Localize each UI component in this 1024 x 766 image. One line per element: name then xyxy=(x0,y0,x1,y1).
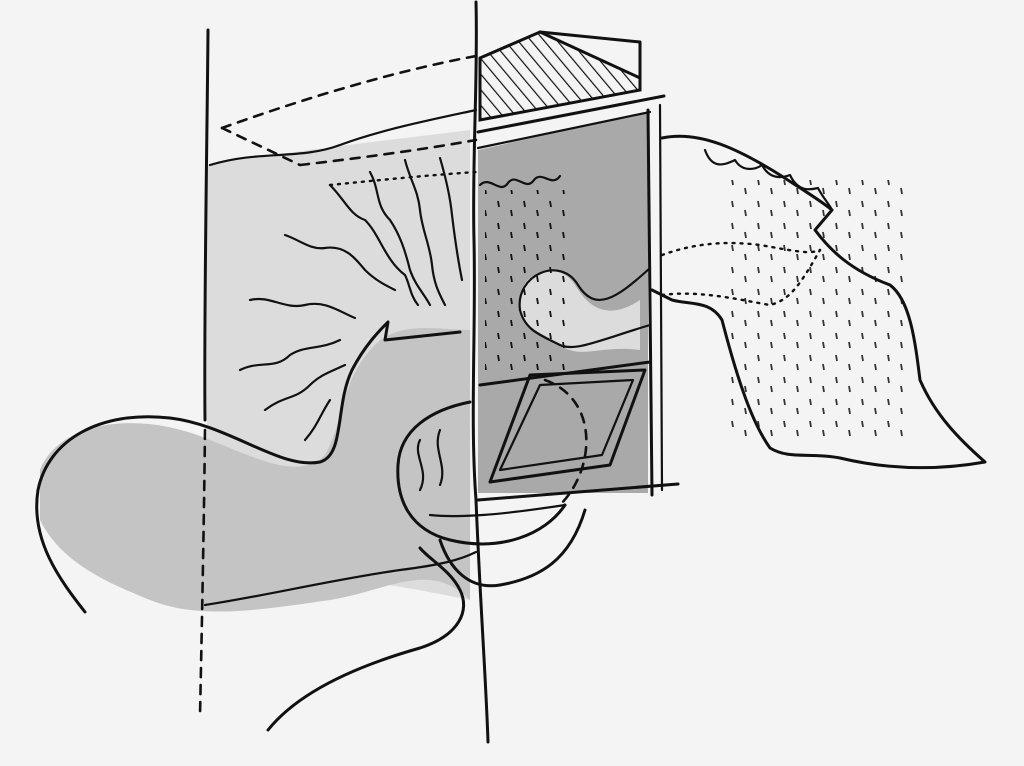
light-blob-outline xyxy=(518,266,652,312)
left-wall-dashed xyxy=(198,428,207,717)
heat-curl-2 xyxy=(436,428,444,487)
projection-dotted-edge xyxy=(328,170,478,187)
heat-line-8 xyxy=(263,363,347,412)
heat-line-3 xyxy=(403,158,447,307)
shaded-window-box xyxy=(476,103,680,502)
ground-wave-outer xyxy=(35,320,462,614)
roof-eave-lower xyxy=(476,110,652,150)
window-frame-right-2 xyxy=(658,103,664,492)
wavy-heat-lines xyxy=(238,156,464,492)
pane-outer xyxy=(488,368,647,484)
left-wall-line xyxy=(203,28,210,422)
roof-top-edge xyxy=(538,30,642,84)
pane-dashed-arc xyxy=(543,378,588,507)
heat-curl-1 xyxy=(416,438,425,492)
heat-line-6 xyxy=(248,297,357,320)
ground-wave-lower xyxy=(266,546,466,732)
heat-line-9 xyxy=(303,398,332,442)
light-blob-lower xyxy=(518,308,652,349)
ground-wave-right xyxy=(203,550,478,607)
projection-top-edge xyxy=(220,54,478,130)
wall-texture-line xyxy=(208,108,478,167)
heat-line-4 xyxy=(438,156,464,282)
window-frame-bottom xyxy=(476,482,680,502)
wall-section-lines xyxy=(198,0,490,744)
fabric-canopy xyxy=(650,134,987,470)
roof-eave xyxy=(476,94,666,134)
window-scallop xyxy=(478,174,562,189)
shaded-ground-form xyxy=(40,328,470,612)
roof-hatch xyxy=(478,30,642,122)
bowl-shape xyxy=(396,400,567,546)
bowl-lower xyxy=(438,508,587,588)
striped-roof-block xyxy=(476,30,666,150)
bowl-rim xyxy=(428,503,567,518)
heat-line-1 xyxy=(328,183,420,307)
center-wall-line xyxy=(471,0,490,744)
projection-left-edge xyxy=(220,126,302,167)
heat-line-2 xyxy=(368,170,432,307)
window-frame-right xyxy=(646,108,654,497)
heat-line-7 xyxy=(238,338,342,372)
canopy-speckle xyxy=(725,180,905,440)
projection-bottom-edge xyxy=(298,138,478,167)
tilted-pane xyxy=(488,368,647,507)
flowing-ground-shapes xyxy=(35,320,587,732)
dashed-projection xyxy=(208,54,478,187)
heat-line-5 xyxy=(283,233,397,292)
pane-inner xyxy=(498,378,635,472)
